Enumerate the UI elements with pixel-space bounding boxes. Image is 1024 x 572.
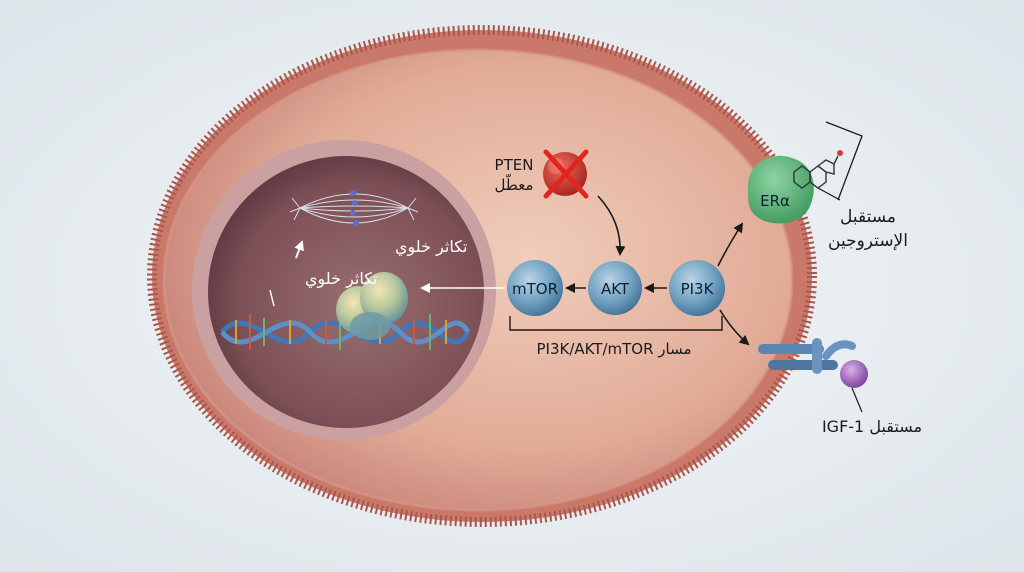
transcription-complex-icon bbox=[336, 272, 408, 340]
igf1-receptor-pointer bbox=[851, 387, 863, 413]
estrogen-molecule-icon bbox=[793, 150, 843, 189]
igf1-receptor-label: مستقبل IGF-1 bbox=[822, 417, 922, 436]
era-label: ERα bbox=[760, 192, 790, 210]
pten-status-label: معطّل bbox=[495, 174, 534, 194]
pten-protein-icon bbox=[543, 149, 589, 199]
mitotic-spindle-icon bbox=[289, 190, 419, 226]
igf1-receptor-icon bbox=[758, 338, 868, 388]
nucleus bbox=[192, 140, 496, 440]
cell-membrane-texture bbox=[147, 25, 817, 527]
pi3k-node: PI3K bbox=[669, 260, 725, 316]
proliferation-label-lower: تكاثر خلوي bbox=[305, 269, 378, 289]
pten-name-label: PTEN bbox=[495, 156, 534, 174]
pathway-bracket bbox=[509, 316, 723, 331]
estrogen-receptor-label-line2: الإستروجين bbox=[828, 231, 908, 251]
pi3k-to-igf1r-arrow bbox=[719, 309, 750, 346]
pi3k-label: PI3K bbox=[681, 280, 715, 298]
proliferation-arrow bbox=[294, 240, 304, 259]
proliferation-pointer-line bbox=[269, 289, 275, 307]
mtor-label: mTOR bbox=[512, 280, 558, 298]
estrogen-receptor-bracket bbox=[825, 121, 863, 201]
pi3k-to-era-arrow bbox=[717, 222, 744, 267]
akt-label: AKT bbox=[601, 280, 630, 298]
proliferation-label-upper: تكاثر خلوي bbox=[395, 237, 468, 257]
estrogen-receptor-label-line1: مستقبل bbox=[840, 207, 896, 227]
estrogen-receptor-icon: ERα bbox=[747, 155, 814, 224]
estrogen-receptor-pointer bbox=[817, 187, 841, 201]
mtor-node: mTOR bbox=[507, 260, 563, 316]
pten-to-akt-arrow bbox=[597, 195, 626, 256]
akt-node: AKT bbox=[588, 261, 642, 315]
pathway-label: مسار PI3K/AKT/mTOR bbox=[536, 340, 691, 358]
